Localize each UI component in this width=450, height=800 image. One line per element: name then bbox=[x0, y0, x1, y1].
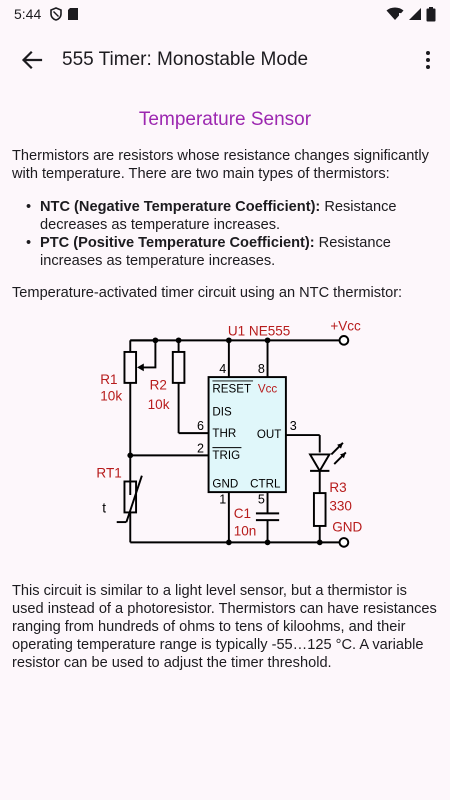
r1-label: R1 bbox=[100, 371, 117, 386]
thermistor-types-list: NTC (Negative Temperature Coefficient): … bbox=[12, 198, 438, 271]
pin-ctrl-label: CTRL bbox=[250, 477, 281, 490]
pin-dis-label: DIS bbox=[212, 405, 232, 418]
back-button[interactable] bbox=[8, 36, 56, 84]
type-name: NTC (Negative Temperature Coefficient): bbox=[40, 198, 321, 215]
pin-trig-label: TRIG bbox=[212, 449, 240, 462]
wifi-icon bbox=[386, 7, 404, 20]
r3-resistor bbox=[312, 491, 327, 527]
rt1-label: RT1 bbox=[96, 465, 121, 480]
intro-paragraph: Thermistors are resistors whose resistan… bbox=[12, 148, 429, 183]
shield-icon bbox=[50, 7, 63, 21]
pin-number: 1 bbox=[219, 492, 226, 506]
pin-reset-label: RESET bbox=[212, 382, 251, 395]
vcc-label: +Vcc bbox=[330, 318, 361, 333]
pin-number: 5 bbox=[258, 492, 265, 506]
more-vert-icon bbox=[426, 51, 430, 69]
type-desc: Resistance decreases as temperature incr… bbox=[40, 198, 397, 233]
r2-value: 10k bbox=[148, 397, 170, 412]
list-item: PTC (Positive Temperature Coefficient): … bbox=[26, 234, 438, 270]
c1-value: 10n bbox=[234, 523, 257, 538]
led-diode bbox=[308, 453, 332, 473]
r3-value: 330 bbox=[329, 498, 352, 513]
r3-label: R3 bbox=[329, 480, 346, 495]
pin-thr-label: THR bbox=[212, 427, 236, 440]
pin-number: 3 bbox=[290, 419, 297, 433]
c1-label: C1 bbox=[234, 506, 251, 521]
status-bar: 5:44 bbox=[0, 0, 450, 28]
pin-number: 4 bbox=[219, 362, 226, 376]
signal-icon bbox=[409, 8, 421, 20]
rt1-symbol: t bbox=[102, 500, 106, 515]
sd-card-icon bbox=[68, 8, 79, 20]
pin-number: 6 bbox=[197, 419, 204, 433]
pin-number: 2 bbox=[197, 441, 204, 455]
type-desc: Resistance increases as temperature incr… bbox=[40, 235, 391, 270]
section-title: Temperature Sensor bbox=[138, 109, 312, 130]
type-name: PTC (Positive Temperature Coefficient): bbox=[40, 235, 315, 252]
app-bar: 555 Timer: Monostable Mode bbox=[0, 28, 450, 92]
gnd-label: GND bbox=[332, 519, 362, 534]
more-options-button[interactable] bbox=[408, 36, 448, 84]
page-title: 555 Timer: Monostable Mode bbox=[62, 49, 309, 70]
pin-vcc-label: Vcc bbox=[258, 382, 278, 395]
circuit-diagram: U1 NE555 +Vcc R1 10k R2 10k RT1 R3 330 C… bbox=[96, 318, 363, 548]
vcc-terminal bbox=[338, 334, 350, 346]
status-time: 5:44 bbox=[14, 6, 42, 22]
r1-resistor bbox=[123, 350, 138, 384]
list-item: NTC (Negative Temperature Coefficient): … bbox=[26, 198, 438, 234]
r1-value: 10k bbox=[100, 388, 122, 403]
gnd-terminal bbox=[338, 536, 350, 548]
article-content: Temperature Sensor Thermistors are resis… bbox=[12, 92, 438, 673]
battery-icon bbox=[426, 6, 436, 21]
description-paragraph: This circuit is similar to a light level… bbox=[12, 582, 437, 672]
ic-label: U1 NE555 bbox=[228, 323, 290, 338]
pin-out-label: OUT bbox=[257, 428, 281, 441]
circuit-caption: Temperature-activated timer circuit usin… bbox=[12, 285, 403, 302]
r2-label: R2 bbox=[150, 377, 167, 392]
pin-gnd-label: GND bbox=[212, 477, 238, 490]
arrow-back-icon bbox=[21, 50, 43, 70]
ne555-ic bbox=[207, 375, 287, 493]
r2-resistor bbox=[171, 350, 186, 384]
pin-number: 8 bbox=[258, 362, 265, 376]
